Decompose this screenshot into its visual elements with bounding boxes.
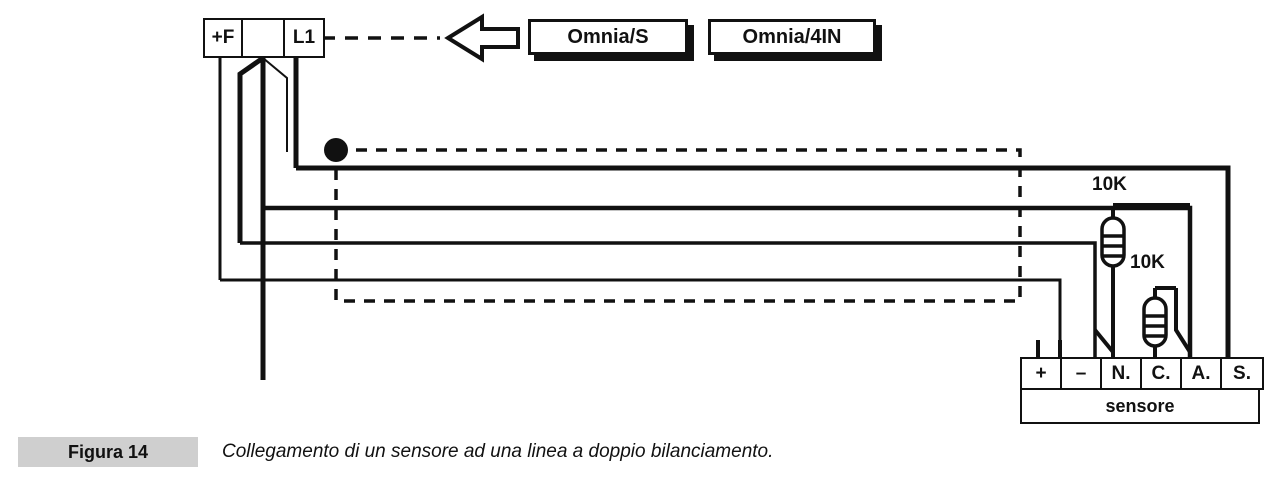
sensor-block-title: sensore: [1020, 390, 1260, 424]
omnia-4in-module[interactable]: Omnia/4IN: [708, 19, 876, 55]
sensor-terminal-n[interactable]: N.: [1102, 359, 1142, 388]
sensor-terminal-s[interactable]: S.: [1222, 359, 1262, 388]
dashed-enclosure: [334, 148, 1022, 303]
sensor-terminal-block: + – N. C. A. S.: [1020, 357, 1264, 390]
bus-wire-4-to-minus: [220, 278, 1062, 358]
bypass-a-diagonal: [1174, 288, 1192, 354]
resistor-10k-lower-label: 10K: [1130, 252, 1165, 273]
bypass-n-diagonal: [1093, 328, 1115, 354]
sensor-terminal-a[interactable]: A.: [1182, 359, 1222, 388]
terminal-l1[interactable]: L1: [285, 20, 323, 56]
figure-caption-text: Collegamento di un sensore ad una linea …: [222, 441, 774, 462]
figure-number-tag: Figura 14: [18, 437, 198, 467]
terminal-plus-f[interactable]: +F: [205, 20, 243, 56]
sensor-terminal-minus[interactable]: –: [1062, 359, 1102, 388]
resistor-10k-upper-label: 10K: [1092, 174, 1127, 195]
resistor-10k-upper-symbol: [1100, 216, 1126, 268]
figure-caption: Figura 14 Collegamento di un sensore ad …: [18, 437, 773, 467]
sensor-terminal-c[interactable]: C.: [1142, 359, 1182, 388]
bus-wire-1-to-s: [296, 165, 1231, 358]
resistor-10k-lower-symbol: [1142, 296, 1168, 348]
ground-wire-a: [237, 55, 265, 243]
left-arrow-icon: [444, 13, 520, 63]
omnia-s-module[interactable]: Omnia/S: [528, 19, 688, 55]
control-panel-terminal-block: +F L1: [203, 18, 325, 58]
ground-wire-thin: [262, 57, 288, 152]
bus-wire-2-to-a: [263, 205, 1193, 358]
terminal-ground[interactable]: [243, 20, 285, 56]
sensor-terminal-plus[interactable]: +: [1022, 359, 1062, 388]
bus-wire-3-to-n: [240, 241, 1097, 358]
wire-junction-dot: [324, 138, 348, 162]
